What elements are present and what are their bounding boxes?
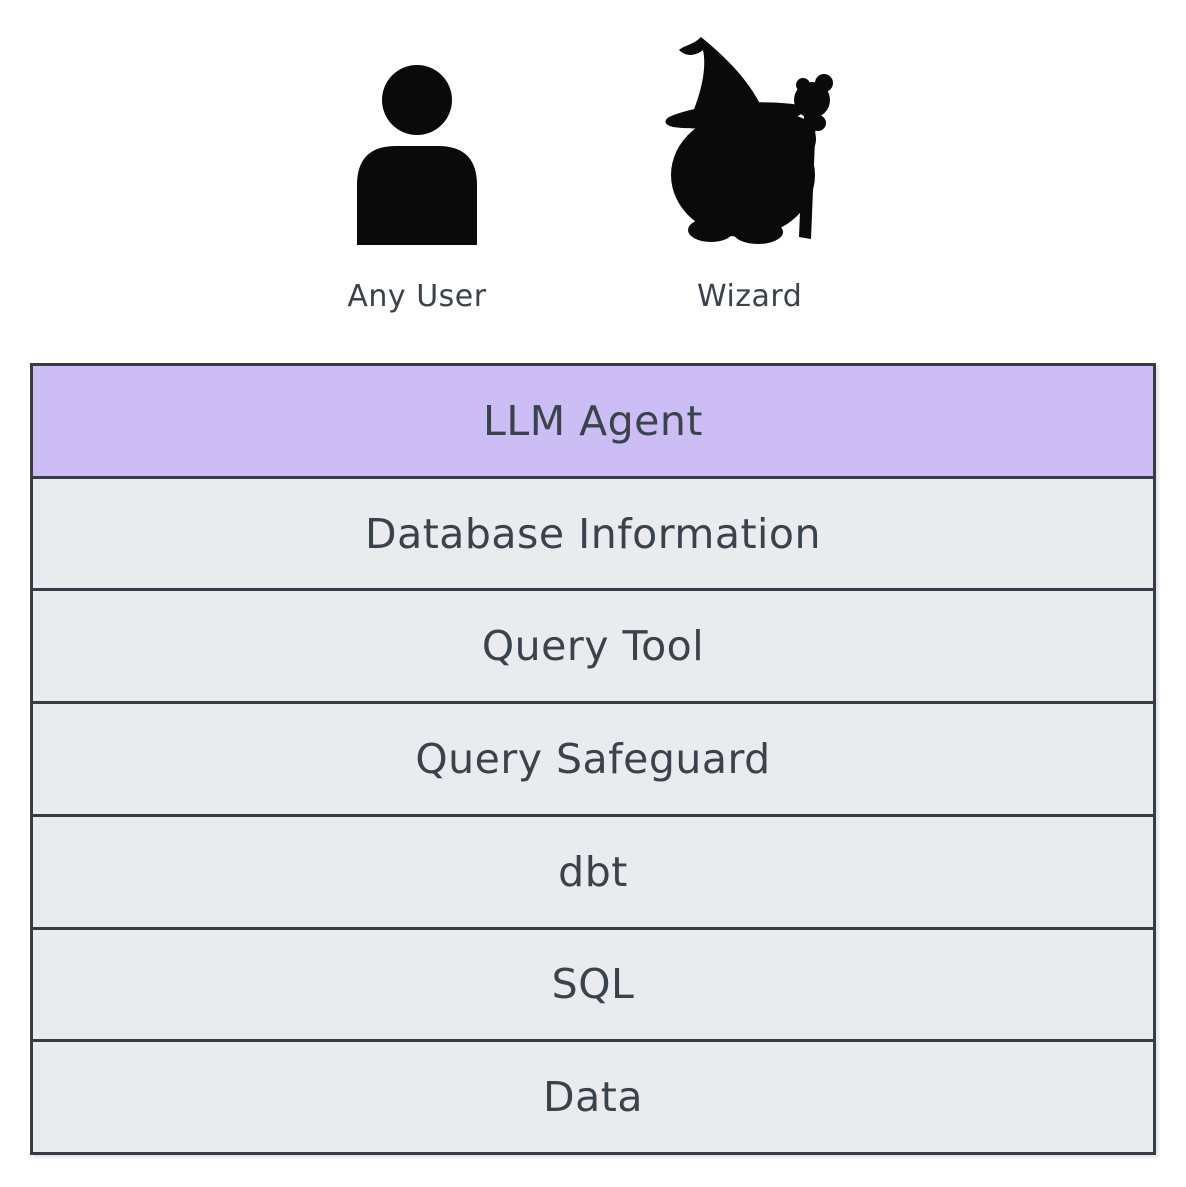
wizard-icon	[665, 37, 833, 244]
user-icon-wrap	[357, 33, 477, 245]
layer-label-query-safeguard: Query Safeguard	[415, 735, 771, 784]
actor-label-any-user: Any User	[347, 279, 487, 314]
layer-query-tool: Query Tool	[33, 591, 1153, 705]
layer-stack: LLM Agent Database Information Query Too…	[30, 363, 1156, 1155]
layer-sql: SQL	[33, 929, 1153, 1043]
actor-any-user: Any User	[347, 33, 486, 314]
layer-llm-agent: LLM Agent	[33, 366, 1153, 479]
layer-dbt: dbt	[33, 816, 1153, 930]
layer-label-dbt: dbt	[558, 847, 628, 896]
actors-row: Any User	[0, 33, 1186, 314]
layer-label-query-tool: Query Tool	[481, 622, 705, 671]
wizard-icon-wrap	[661, 33, 839, 245]
layer-data: Data	[33, 1042, 1153, 1153]
layer-label-llm-agent: LLM Agent	[483, 396, 703, 445]
layer-label-sql: SQL	[551, 960, 635, 1009]
actor-label-wizard: Wizard	[696, 279, 803, 314]
layer-query-safeguard: Query Safeguard	[33, 704, 1153, 817]
layer-database-information: Database Information	[33, 478, 1153, 592]
actor-wizard: Wizard	[661, 33, 839, 314]
layer-label-database-information: Database Information	[365, 509, 821, 558]
user-icon	[357, 65, 477, 245]
layer-label-data: Data	[543, 1073, 643, 1122]
